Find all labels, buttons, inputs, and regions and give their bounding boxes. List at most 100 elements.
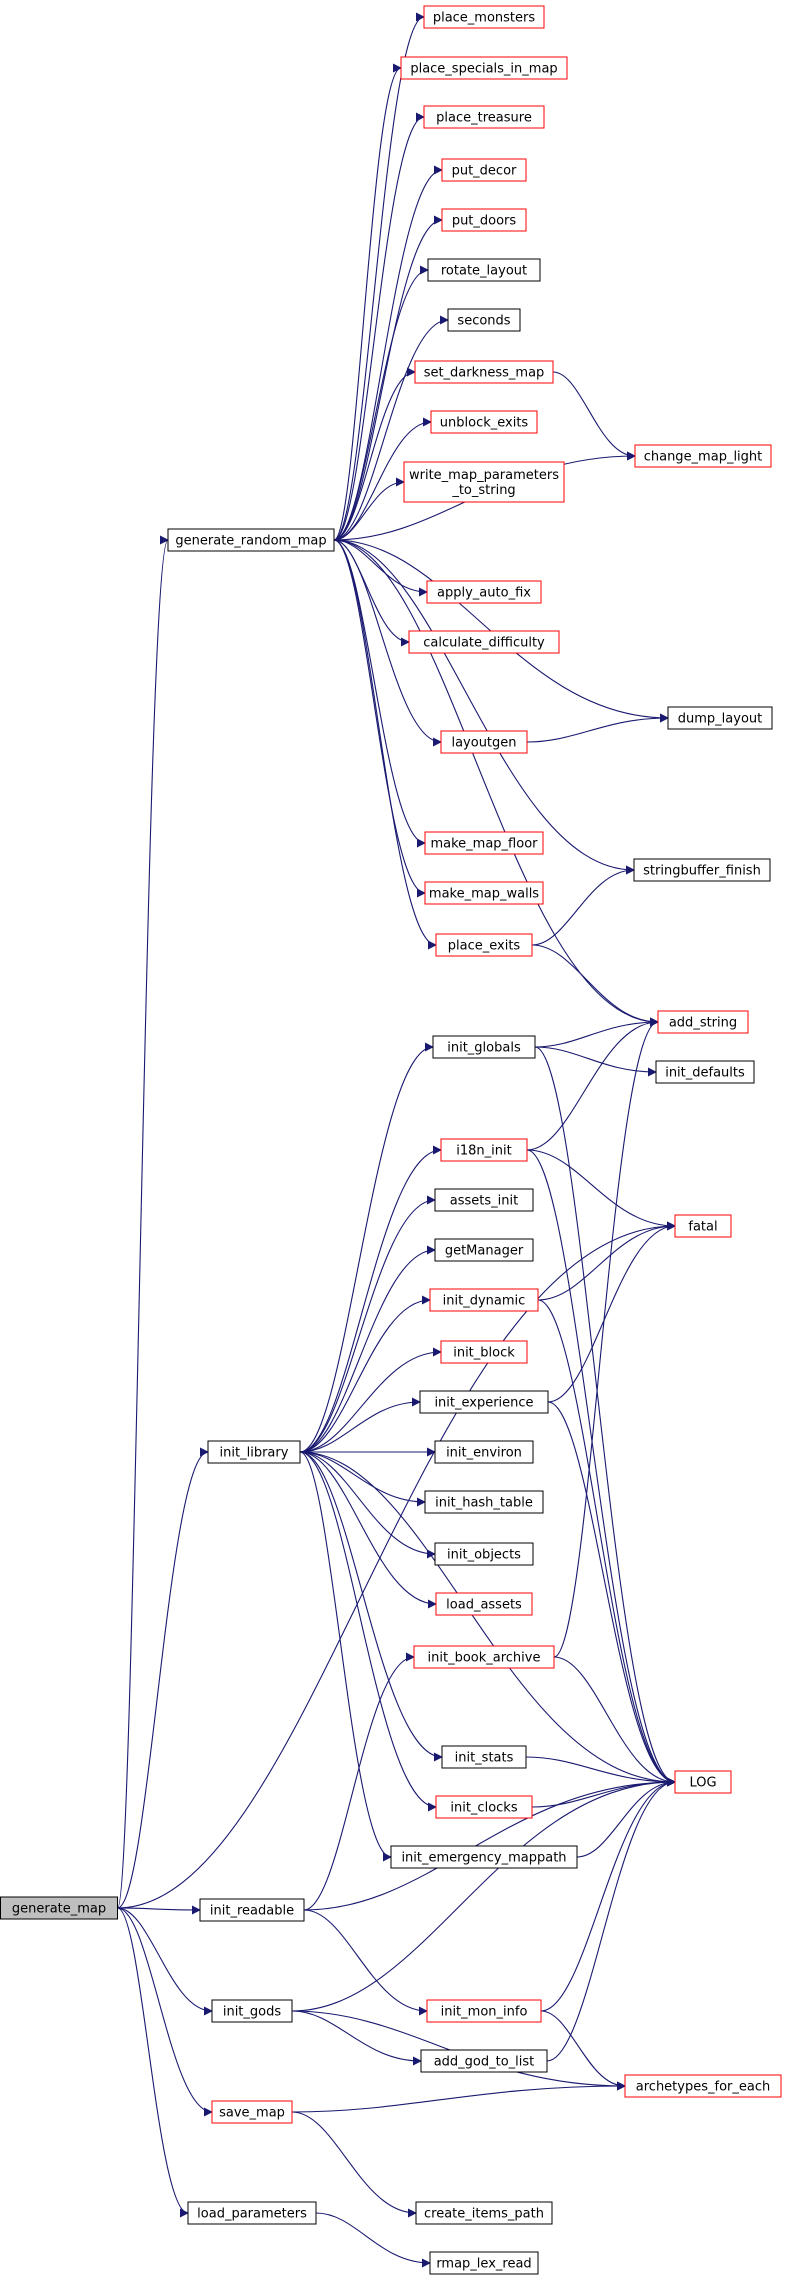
node-box[interactable] (441, 208, 527, 232)
node-box[interactable] (440, 1340, 528, 1364)
node-add_god_to_list[interactable]: add_god_to_list (420, 2049, 548, 2073)
node-box[interactable] (674, 1770, 732, 1794)
node-generate_random_map[interactable]: generate_random_map (167, 528, 335, 552)
node-LOG[interactable]: LOG (674, 1770, 732, 1794)
node-box[interactable] (440, 730, 528, 754)
node-box[interactable] (187, 2201, 317, 2225)
node-box[interactable] (420, 2049, 548, 2073)
node-add_string[interactable]: add_string (657, 1010, 749, 1034)
node-box[interactable] (667, 706, 773, 730)
node-box[interactable] (435, 1795, 533, 1819)
node-box[interactable] (657, 1010, 749, 1034)
node-box[interactable] (441, 158, 527, 182)
node-box[interactable] (408, 630, 560, 654)
node-box[interactable] (624, 2074, 782, 2098)
node-init_dynamic[interactable]: init_dynamic (429, 1288, 539, 1312)
node-box[interactable] (415, 2201, 553, 2225)
node-box[interactable] (434, 1440, 534, 1464)
node-box[interactable] (434, 1188, 534, 1212)
node-fatal[interactable]: fatal (674, 1214, 732, 1238)
node-init_globals[interactable]: init_globals (432, 1035, 536, 1059)
node-box[interactable] (424, 1490, 544, 1514)
node-init_book_archive[interactable]: init_book_archive (413, 1645, 555, 1669)
node-place_treasure[interactable]: place_treasure (423, 105, 545, 129)
node-box[interactable] (424, 831, 544, 855)
node-box[interactable] (403, 461, 565, 503)
node-create_items_path[interactable]: create_items_path (415, 2201, 553, 2225)
node-box[interactable] (207, 1440, 301, 1464)
node-place_exits[interactable]: place_exits (435, 933, 533, 957)
node-box[interactable] (430, 410, 538, 434)
node-save_map[interactable]: save_map (211, 2100, 293, 2124)
node-init_hash_table[interactable]: init_hash_table (424, 1490, 544, 1514)
node-init_emergency_mappath[interactable]: init_emergency_mappath (390, 1845, 578, 1869)
node-stringbuffer_finish[interactable]: stringbuffer_finish (633, 858, 771, 882)
node-box[interactable] (432, 1035, 536, 1059)
node-box[interactable] (424, 881, 544, 905)
node-box[interactable] (423, 105, 545, 129)
node-rotate_layout[interactable]: rotate_layout (427, 258, 541, 282)
node-box[interactable] (634, 444, 772, 468)
node-box[interactable] (414, 360, 554, 384)
node-box[interactable] (441, 1745, 527, 1769)
node-box[interactable] (655, 1060, 755, 1084)
node-make_map_walls[interactable]: make_map_walls (424, 881, 544, 905)
node-dump_layout[interactable]: dump_layout (667, 706, 773, 730)
node-place_monsters[interactable]: place_monsters (423, 5, 545, 29)
node-init_library[interactable]: init_library (207, 1440, 301, 1464)
node-init_clocks[interactable]: init_clocks (435, 1795, 533, 1819)
node-set_darkness_map[interactable]: set_darkness_map (414, 360, 554, 384)
node-init_defaults[interactable]: init_defaults (655, 1060, 755, 1084)
node-box[interactable] (413, 1645, 555, 1669)
node-box[interactable] (0, 1896, 118, 1920)
node-write_map_parameters_to_string[interactable]: write_map_parameters_to_string (403, 461, 565, 503)
node-init_stats[interactable]: init_stats (441, 1745, 527, 1769)
node-box[interactable] (400, 56, 568, 80)
node-layoutgen[interactable]: layoutgen (440, 730, 528, 754)
node-assets_init[interactable]: assets_init (434, 1188, 534, 1212)
node-init_objects[interactable]: init_objects (434, 1542, 534, 1566)
node-change_map_light[interactable]: change_map_light (634, 444, 772, 468)
node-load_assets[interactable]: load_assets (435, 1592, 533, 1616)
node-box[interactable] (434, 1542, 534, 1566)
node-box[interactable] (390, 1845, 578, 1869)
node-box[interactable] (423, 5, 545, 29)
node-load_parameters[interactable]: load_parameters (187, 2201, 317, 2225)
node-box[interactable] (674, 1214, 732, 1238)
node-generate_map[interactable]: generate_map (0, 1896, 118, 1920)
node-init_environ[interactable]: init_environ (434, 1440, 534, 1464)
node-box[interactable] (429, 2251, 539, 2275)
node-box[interactable] (429, 1288, 539, 1312)
node-archetypes_for_each[interactable]: archetypes_for_each (624, 2074, 782, 2098)
node-init_block[interactable]: init_block (440, 1340, 528, 1364)
node-init_experience[interactable]: init_experience (419, 1390, 549, 1414)
node-put_decor[interactable]: put_decor (441, 158, 527, 182)
node-box[interactable] (419, 1390, 549, 1414)
node-seconds[interactable]: seconds (447, 308, 521, 332)
node-place_specials_in_map[interactable]: place_specials_in_map (400, 56, 568, 80)
node-init_mon_info[interactable]: init_mon_info (426, 1999, 542, 2023)
node-box[interactable] (434, 1238, 534, 1262)
node-make_map_floor[interactable]: make_map_floor (424, 831, 544, 855)
node-init_gods[interactable]: init_gods (211, 1999, 293, 2023)
node-box[interactable] (426, 580, 542, 604)
node-unblock_exits[interactable]: unblock_exits (430, 410, 538, 434)
node-i18n_init[interactable]: i18n_init (440, 1138, 528, 1162)
node-calculate_difficulty[interactable]: calculate_difficulty (408, 630, 560, 654)
node-put_doors[interactable]: put_doors (441, 208, 527, 232)
node-box[interactable] (199, 1898, 305, 1922)
node-box[interactable] (211, 1999, 293, 2023)
node-box[interactable] (447, 308, 521, 332)
node-init_readable[interactable]: init_readable (199, 1898, 305, 1922)
node-box[interactable] (211, 2100, 293, 2124)
node-box[interactable] (435, 1592, 533, 1616)
node-box[interactable] (426, 1999, 542, 2023)
node-apply_auto_fix[interactable]: apply_auto_fix (426, 580, 542, 604)
node-rmap_lex_read[interactable]: rmap_lex_read (429, 2251, 539, 2275)
node-getManager[interactable]: getManager (434, 1238, 534, 1262)
node-box[interactable] (435, 933, 533, 957)
node-box[interactable] (427, 258, 541, 282)
node-box[interactable] (633, 858, 771, 882)
node-box[interactable] (167, 528, 335, 552)
node-box[interactable] (440, 1138, 528, 1162)
